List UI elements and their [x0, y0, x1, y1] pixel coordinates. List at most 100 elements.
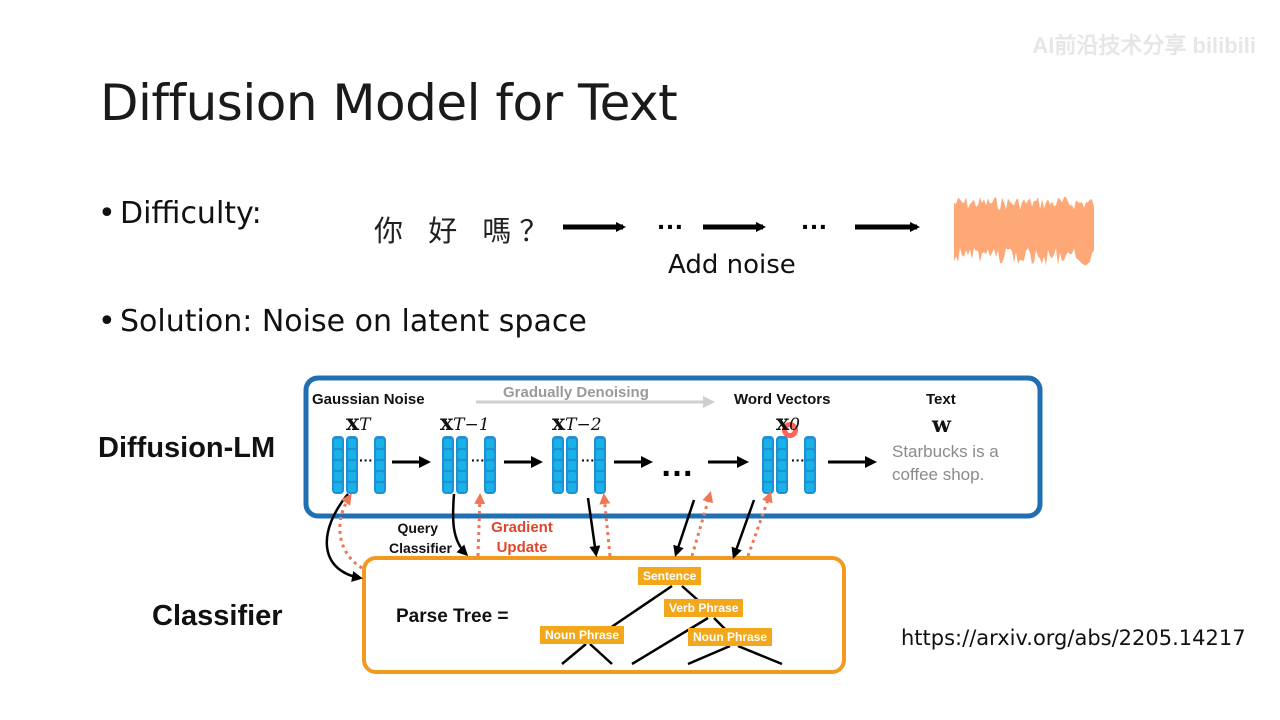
reference-url[interactable]: https://arxiv.org/abs/2205.14217 [901, 626, 1246, 650]
vector-cell [376, 461, 384, 470]
vector-cell [778, 483, 786, 492]
vector-cell [764, 439, 772, 448]
gradually-denoising-label: Gradually Denoising [503, 384, 649, 401]
vector-group-xT [332, 436, 386, 494]
vector-cell [458, 483, 466, 492]
gaussian-noise-label: Gaussian Noise [312, 391, 425, 408]
vector-cell [778, 439, 786, 448]
vector-cell [568, 472, 576, 481]
bullet-dot: • [98, 304, 116, 339]
gradient-update-label: Gradient Update [484, 518, 560, 558]
vector-cell [806, 483, 814, 492]
query-label-line2: Classifier [388, 540, 452, 556]
add-noise-arrows [563, 222, 920, 232]
parse-tree-label: Parse Tree = [396, 606, 509, 627]
vector-cell [348, 450, 356, 459]
tree-node-verb-phrase: Verb Phrase [664, 599, 744, 617]
tree-edge-1 [609, 584, 673, 630]
vector-cell [568, 461, 576, 470]
noise-image [954, 196, 1094, 266]
vector-cell [334, 472, 342, 481]
vector-cell [334, 483, 342, 492]
vector-cell [596, 461, 604, 470]
vector-dots-3: ··· [581, 452, 595, 468]
tree-node-noun-phrase-left: Noun Phrase [540, 626, 625, 644]
vector-cell [444, 450, 452, 459]
vector-cell [486, 472, 494, 481]
add-noise-label: Add noise [668, 250, 796, 280]
vector-cell [568, 450, 576, 459]
output-text-line2: coffee shop. [892, 465, 985, 484]
vector-cell [458, 450, 466, 459]
symbol-xT2: xT−2 [552, 410, 602, 436]
query-arrow-4 [673, 499, 696, 557]
gradient-arrow-5 [746, 491, 773, 557]
chinese-sentence: 你 好 嗎？ [374, 214, 557, 248]
vector-cell [348, 483, 356, 492]
vector-cell [596, 450, 604, 459]
bullet-solution: •Solution: Noise on latent space [98, 304, 587, 339]
gradient-label-line1: Gradient [491, 519, 553, 536]
vector-cell [376, 439, 384, 448]
output-text-line1: Starbucks is a [892, 442, 999, 461]
vector-cell [348, 472, 356, 481]
vector-cell [334, 439, 342, 448]
word-vectors-label: Word Vectors [734, 391, 831, 408]
bullet-dot: • [98, 196, 116, 231]
vector-cell [444, 483, 452, 492]
big-ellipsis: … [660, 446, 694, 484]
query-arrow-2 [451, 493, 469, 557]
vector-cell [806, 461, 814, 470]
vector-cell [554, 439, 562, 448]
bullet-difficulty-text: Difficulty: [120, 196, 262, 231]
vector-group-xT1 [442, 436, 496, 494]
vector-cell [764, 472, 772, 481]
vector-cell [568, 483, 576, 492]
symbol-w: w [932, 412, 951, 438]
vector-group-x0 [762, 436, 816, 494]
vector-cell [458, 461, 466, 470]
vector-cell [486, 483, 494, 492]
vector-cell [778, 461, 786, 470]
vector-cell [806, 450, 814, 459]
vector-cell [764, 483, 772, 492]
vector-cell [444, 461, 452, 470]
gradient-arrow-1 [338, 493, 363, 570]
vector-cell [764, 450, 772, 459]
slide-title: Diffusion Model for Text [100, 74, 678, 132]
vector-cell [778, 472, 786, 481]
vector-dots-1: ··· [359, 452, 373, 468]
output-text: Starbucks is a coffee shop. [892, 440, 999, 486]
vector-cell [458, 439, 466, 448]
watermark: AI前沿技术分享 bilibili [1032, 33, 1256, 58]
ellipsis-2: … [800, 204, 828, 235]
bullet-solution-text: Solution: Noise on latent space [120, 304, 587, 339]
tree-edge-8 [737, 644, 783, 666]
vector-cell [764, 461, 772, 470]
vector-cell [596, 483, 604, 492]
vector-dots-4: ··· [791, 452, 805, 468]
tree-edge-5 [561, 643, 587, 665]
vector-cell [554, 483, 562, 492]
gradient-arrow-2 [474, 493, 486, 557]
query-arrow-5 [731, 499, 756, 559]
gradient-arrow-3 [599, 493, 612, 557]
query-label-line1: Query [397, 520, 438, 536]
vector-cell [334, 450, 342, 459]
symbol-x0: x0 [776, 410, 800, 436]
vector-cell [554, 461, 562, 470]
tree-edge-7 [687, 644, 731, 666]
vector-cell [376, 483, 384, 492]
query-classifier-label: Query Classifier [370, 518, 452, 558]
vector-cell [596, 439, 604, 448]
classifier-box [362, 556, 846, 674]
vector-cell [348, 461, 356, 470]
vector-cell [348, 439, 356, 448]
classifier-label: Classifier [152, 600, 283, 632]
text-header-label: Text [926, 391, 956, 408]
vector-cell [778, 450, 786, 459]
vector-cell [596, 472, 604, 481]
vector-cell [334, 461, 342, 470]
symbol-xT1: xT−1 [440, 410, 490, 436]
symbol-xT: xT [346, 410, 371, 436]
